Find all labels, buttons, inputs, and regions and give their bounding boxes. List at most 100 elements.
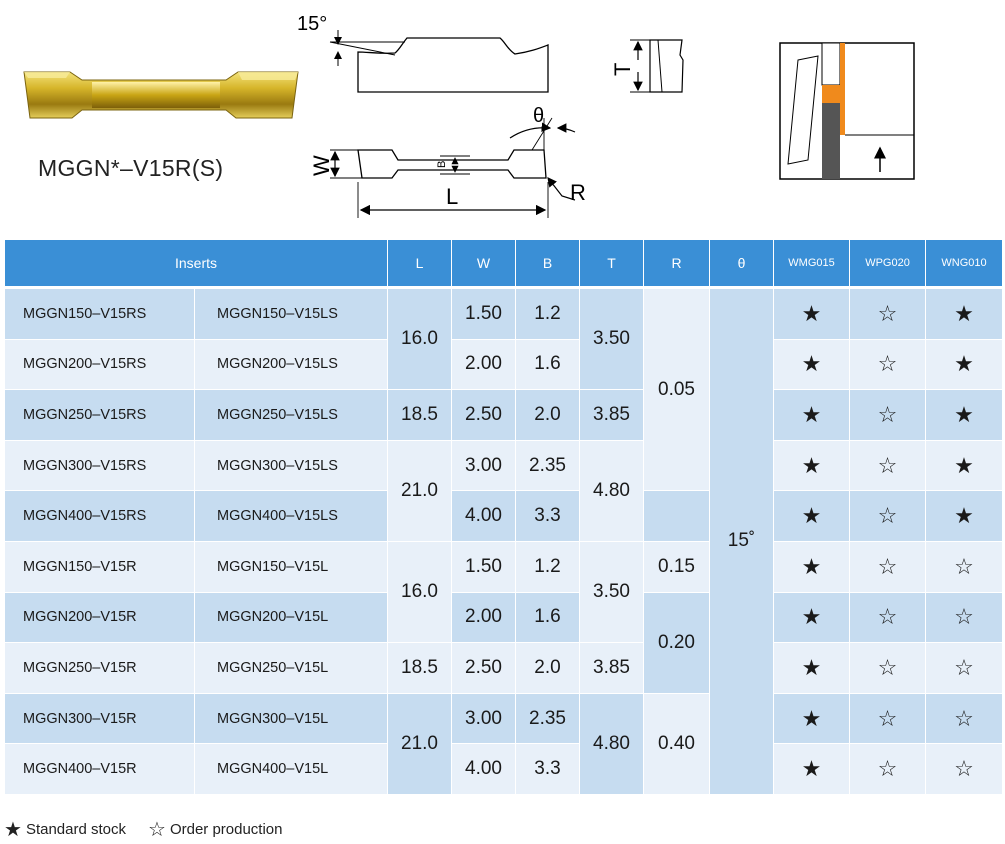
l-label: L xyxy=(446,184,458,209)
stock-wpg020: ☆ xyxy=(849,540,927,593)
cell-l: 16.0 xyxy=(387,540,453,644)
insert-right-hand: MGGN300–V15R xyxy=(4,692,195,745)
cell-w: 4.00 xyxy=(451,743,517,795)
insert-left-hand: MGGN150–V15L xyxy=(193,540,389,593)
stock-wng010: ★ xyxy=(925,338,1004,391)
cell-w: 2.00 xyxy=(451,591,517,644)
cell-b: 2.35 xyxy=(515,692,581,745)
stock-wpg020: ☆ xyxy=(849,439,927,492)
cell-b: 1.6 xyxy=(515,591,581,644)
insert-right-hand: MGGN150–V15R xyxy=(4,540,195,593)
stock-wmg015: ★ xyxy=(773,287,851,340)
cell-t: 3.85 xyxy=(579,642,645,694)
angle-label-top: 15° xyxy=(297,13,327,35)
cell-t: 4.80 xyxy=(579,439,645,542)
stock-wng010: ☆ xyxy=(925,743,1004,795)
table-row: MGGN250–V15R MGGN250–V15L 18.5 2.50 2.0 … xyxy=(4,642,1004,694)
stock-wpg020: ☆ xyxy=(849,692,927,745)
stock-wng010: ★ xyxy=(925,287,1004,340)
insert-left-hand: MGGN200–V15LS xyxy=(193,338,389,391)
stock-wmg015: ★ xyxy=(773,490,851,542)
stock-wmg015: ★ xyxy=(773,540,851,593)
cell-b: 2.0 xyxy=(515,389,581,441)
cell-w: 3.00 xyxy=(451,692,517,745)
b-label: B xyxy=(436,161,448,168)
col-header-wmg015: WMG015 xyxy=(773,239,851,289)
inserts-spec-table: Inserts L W B T R θ WMG015 WPG020 WNG010… xyxy=(3,239,1004,795)
cell-w: 4.00 xyxy=(451,490,517,542)
col-header-r: R xyxy=(643,239,711,289)
insert-left-hand: MGGN150–V15LS xyxy=(193,287,389,340)
cell-b: 3.3 xyxy=(515,743,581,795)
cell-t: 3.50 xyxy=(579,540,645,644)
cell-w: 2.50 xyxy=(451,642,517,694)
table-row: MGGN250–V15RS MGGN250–V15LS 18.5 2.50 2.… xyxy=(4,389,1004,441)
cell-w: 1.50 xyxy=(451,287,517,340)
cell-r: 0.15 xyxy=(643,540,711,593)
table-row: MGGN400–V15R MGGN400–V15L 4.00 3.3 ★ ☆ ☆ xyxy=(4,743,1004,795)
cell-r-empty xyxy=(643,490,711,542)
insert-left-hand: MGGN200–V15L xyxy=(193,591,389,644)
insert-left-hand: MGGN400–V15LS xyxy=(193,490,389,542)
cell-b: 2.0 xyxy=(515,642,581,694)
stock-wpg020: ☆ xyxy=(849,389,927,441)
stock-wng010: ☆ xyxy=(925,692,1004,745)
stock-wpg020: ☆ xyxy=(849,591,927,644)
cell-r: 0.20 xyxy=(643,591,711,694)
application-diagram xyxy=(779,42,915,180)
stock-wmg015: ★ xyxy=(773,743,851,795)
outline-star-icon: ☆ xyxy=(148,819,166,841)
col-header-b: B xyxy=(515,239,581,289)
stock-wng010: ★ xyxy=(925,490,1004,542)
stock-wmg015: ★ xyxy=(773,338,851,391)
technical-drawing: 15° T xyxy=(23,13,915,218)
stock-wng010: ☆ xyxy=(925,642,1004,694)
table-row: MGGN150–V15R MGGN150–V15L 16.0 1.50 1.2 … xyxy=(4,540,1004,644)
stock-wmg015: ★ xyxy=(773,591,851,644)
cell-w: 2.00 xyxy=(451,338,517,391)
stock-legend: ★ Standard stock ☆ Order production xyxy=(4,817,283,842)
insert-right-hand: MGGN300–V15RS xyxy=(4,439,195,492)
insert-photo xyxy=(23,71,299,119)
cell-t: 3.85 xyxy=(579,389,645,441)
height-t-drawing xyxy=(630,39,684,93)
col-header-wpg020: WPG020 xyxy=(849,239,927,289)
col-header-inserts: Inserts xyxy=(3,239,389,289)
table-row: MGGN400–V15RS MGGN400–V15LS 4.00 3.3 ★ ☆… xyxy=(4,490,1004,542)
insert-left-hand: MGGN250–V15LS xyxy=(193,389,389,441)
insert-figure: 15° T xyxy=(0,0,1005,238)
col-header-w: W xyxy=(451,239,517,289)
insert-right-hand: MGGN400–V15R xyxy=(4,743,195,795)
side-profile-drawing xyxy=(329,30,549,93)
w-label: W xyxy=(309,155,334,176)
insert-right-hand: MGGN250–V15R xyxy=(4,642,195,694)
product-name: MGGN*–V15R(S) xyxy=(38,155,224,181)
cell-l: 18.5 xyxy=(387,642,453,694)
r-label: R xyxy=(570,180,586,205)
insert-left-hand: MGGN400–V15L xyxy=(193,743,389,795)
t-label: T xyxy=(610,63,635,76)
col-header-wng010: WNG010 xyxy=(925,239,1004,289)
stock-wmg015: ★ xyxy=(773,642,851,694)
insert-left-hand: MGGN300–V15LS xyxy=(193,439,389,492)
col-header-t: T xyxy=(579,239,645,289)
cell-w: 3.00 xyxy=(451,439,517,492)
stock-wmg015: ★ xyxy=(773,439,851,492)
stock-wng010: ☆ xyxy=(925,540,1004,593)
insert-right-hand: MGGN150–V15RS xyxy=(4,287,195,340)
insert-left-hand: MGGN250–V15L xyxy=(193,642,389,694)
insert-left-hand: MGGN300–V15L xyxy=(193,692,389,745)
cell-b: 1.6 xyxy=(515,338,581,391)
standard-stock-label: Standard stock xyxy=(25,821,126,838)
cell-b: 3.3 xyxy=(515,490,581,542)
filled-star-icon: ★ xyxy=(4,819,22,841)
cell-t: 4.80 xyxy=(579,692,645,795)
cell-r: 0.40 xyxy=(643,692,711,795)
col-header-l: L xyxy=(387,239,453,289)
insert-right-hand: MGGN400–V15RS xyxy=(4,490,195,542)
cell-l: 21.0 xyxy=(387,439,453,542)
cell-l: 21.0 xyxy=(387,692,453,795)
col-header-theta: θ xyxy=(709,239,775,289)
stock-wng010: ★ xyxy=(925,389,1004,441)
insert-right-hand: MGGN250–V15RS xyxy=(4,389,195,441)
